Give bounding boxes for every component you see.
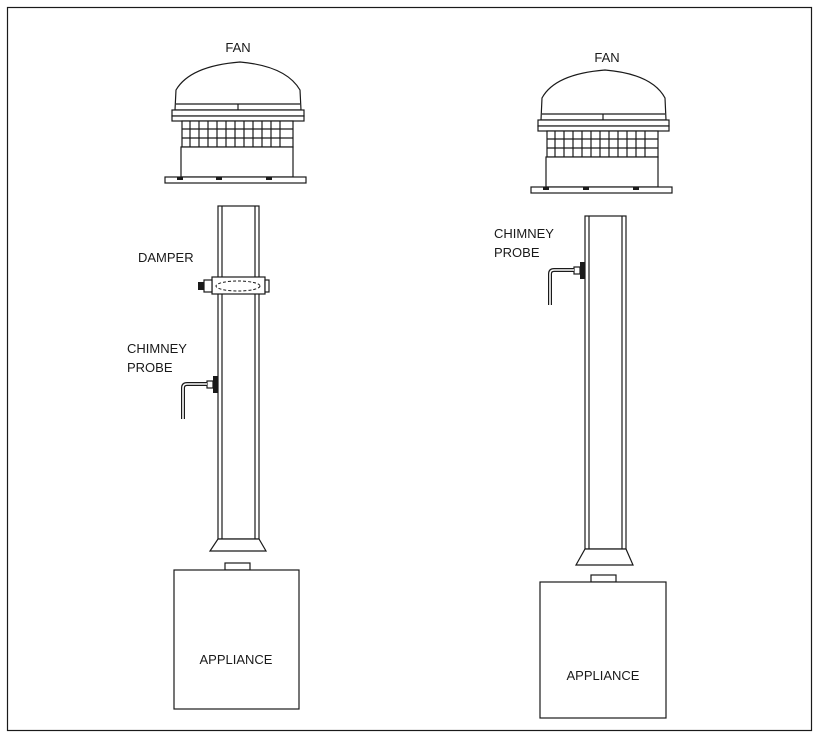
right-fan-base [545, 156, 659, 188]
right-fan-hood [540, 69, 667, 121]
right-assembly: FAN [494, 50, 673, 719]
diagram-border [6, 6, 813, 732]
left-fan-grille [181, 120, 294, 148]
left-assembly: FAN [127, 40, 307, 710]
left-fan-hood [174, 61, 302, 111]
right-fan-grille [546, 130, 659, 158]
right-appliance-collar [590, 574, 617, 583]
left-pipe-flare [208, 538, 268, 552]
left-chimney-probe [181, 376, 218, 419]
left-damper [198, 276, 270, 295]
right-fan [530, 69, 673, 194]
right-fan-label: FAN [594, 50, 619, 65]
left-fan-base [180, 146, 294, 178]
left-appliance-label: APPLIANCE [200, 652, 273, 667]
right-probe-label-line1: CHIMNEY [494, 226, 554, 241]
right-pipe-flare [574, 548, 634, 566]
left-fan-flange [164, 176, 307, 184]
left-probe-label-line2: PROBE [127, 360, 173, 375]
left-damper-label: DAMPER [138, 250, 194, 265]
left-probe-label-line1: CHIMNEY [127, 341, 187, 356]
right-fan-flange [530, 186, 673, 194]
left-chimney-pipe [217, 205, 260, 540]
right-chimney-pipe [584, 215, 627, 550]
left-fan [164, 61, 307, 184]
right-probe-label-line2: PROBE [494, 245, 540, 260]
right-appliance-label: APPLIANCE [567, 668, 640, 683]
left-appliance-collar [224, 562, 251, 571]
right-chimney-probe [548, 262, 585, 305]
right-appliance-box [539, 581, 667, 719]
left-appliance-box [173, 569, 300, 710]
left-fan-label: FAN [225, 40, 250, 55]
